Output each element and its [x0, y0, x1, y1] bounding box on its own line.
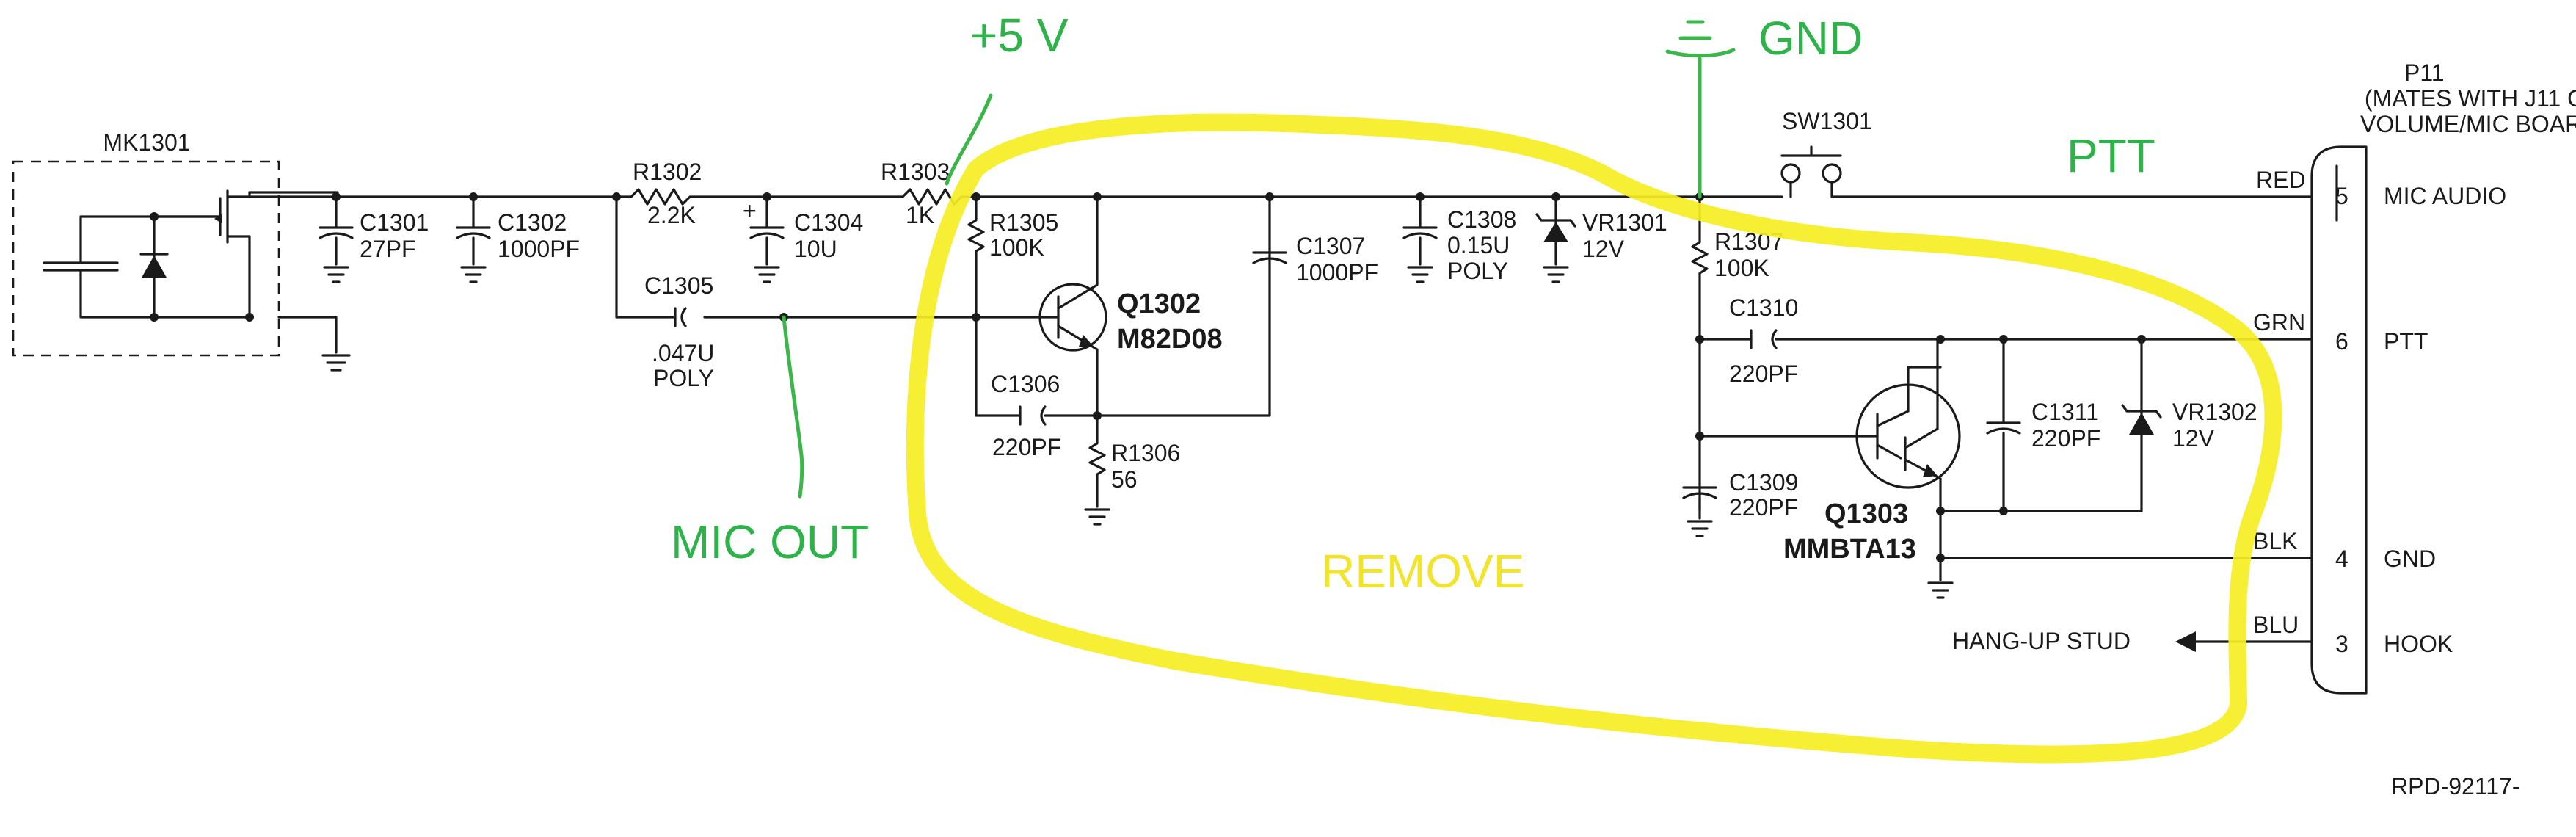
c1307-ref: C1307: [1296, 233, 1365, 259]
vr1301-value: 12V: [1582, 236, 1625, 262]
cap-c1309: C1309 220PF: [1682, 469, 1798, 537]
r1303-ref: R1303: [881, 159, 950, 185]
mic-out-label: MIC OUT: [671, 515, 869, 568]
gnd-label: GND: [1758, 12, 1863, 65]
c1302-value: 1000PF: [498, 236, 580, 262]
vr1301-ref: VR1301: [1582, 209, 1667, 236]
c1311-value: 220PF: [2031, 425, 2100, 452]
pin-4-signal: GND: [2384, 546, 2436, 572]
c1309-value: 220PF: [1729, 494, 1798, 521]
cap-c1302: C1302 1000PF: [456, 195, 580, 283]
mic-mk1301: MK1301: [12, 129, 351, 372]
r1305-value: 100K: [989, 234, 1044, 261]
zener-vr1302: VR1302 12V: [1939, 338, 2257, 512]
c1304-ref: C1304: [794, 209, 863, 236]
c1307-value: 1000PF: [1296, 259, 1378, 286]
c1306-value: 220PF: [992, 434, 1061, 460]
c1308-value: 0.15U: [1447, 232, 1510, 258]
p11-note-1: (MATES WITH J11 ON: [2365, 85, 2576, 112]
pin-3-signal: HOOK: [2384, 631, 2453, 657]
q1302-part: M82D08: [1117, 324, 1223, 355]
pin-5-number: 5: [2335, 183, 2348, 209]
annotations: REMOVE +5 V GND PTT MIC OUT: [671, 9, 2282, 764]
c1305-type: POLY: [653, 365, 714, 391]
c1309-ref: C1309: [1729, 469, 1798, 496]
c1304-value: 10U: [794, 236, 837, 262]
pin-5-signal: MIC AUDIO: [2384, 183, 2506, 209]
p11-ref: P11: [2404, 59, 2445, 86]
cap-c1304: + C1304 10U: [743, 195, 863, 283]
r1306-value: 56: [1111, 466, 1138, 493]
c1308-type: POLY: [1447, 258, 1508, 284]
r1303-value: 1K: [906, 202, 934, 228]
hangup-stud: HANG-UP STUD: [1952, 628, 2313, 654]
c1306-ref: C1306: [991, 371, 1060, 397]
resistor-r1305: R1305 100K: [967, 195, 1058, 319]
resistor-r1302: R1302 2.2K: [630, 159, 904, 228]
c1305-value: .047U: [652, 340, 714, 366]
q1303-part: MMBTA13: [1783, 534, 1916, 565]
sw1301-ref: SW1301: [1782, 108, 1872, 134]
transistor-q1302: Q1302 M82D08: [975, 195, 1223, 417]
c1304-plus: +: [743, 198, 757, 224]
c1301-ref: C1301: [360, 209, 429, 236]
remove-highlight-loop: [906, 113, 2282, 764]
c1308-ref: C1308: [1447, 206, 1516, 233]
zener-vr1301: VR1301 12V: [1535, 195, 1667, 283]
q1302-ref: Q1302: [1117, 289, 1201, 319]
c1301-value: 27PF: [360, 236, 415, 262]
pin-6-signal: PTT: [2384, 328, 2428, 355]
r1305-ref: R1305: [989, 209, 1058, 236]
resistor-r1306: R1306 56: [1084, 414, 1180, 526]
c1302-ref: C1302: [498, 209, 567, 236]
cap-c1305: C1305 .047U POLY: [644, 272, 714, 391]
hangup-label: HANG-UP STUD: [1952, 628, 2131, 654]
mic-ref: MK1301: [103, 129, 190, 156]
c1305-ref: C1305: [644, 272, 713, 299]
remove-label: REMOVE: [1321, 545, 1524, 598]
pin-4-number: 4: [2335, 546, 2348, 572]
resistor-r1307: R1307 100K: [1691, 195, 1783, 511]
r1307-value: 100K: [1714, 255, 1769, 281]
pin-5-wire: RED: [2256, 167, 2306, 193]
pin-6-wire: GRN: [2253, 309, 2305, 336]
vr1302-ref: VR1302: [2172, 399, 2257, 425]
c1310-ref: C1310: [1729, 294, 1798, 321]
cap-c1310: C1310 220PF: [1698, 294, 2313, 387]
connector-p11: P11 (MATES WITH J11 ON VOLUME/MIC BOARD)…: [2253, 59, 2576, 695]
cap-c1307: C1307 1000PF: [1252, 233, 1378, 286]
c1310-value: 220PF: [1729, 360, 1798, 387]
pin-4-wire: BLK: [2253, 528, 2297, 554]
r1302-ref: R1302: [633, 159, 702, 185]
pin-3-wire: BLU: [2253, 612, 2299, 638]
pin-3-number: 3: [2335, 631, 2348, 657]
transistor-q1303: Q1303 MMBTA13: [1698, 338, 1961, 565]
pin-6-number: 6: [2335, 328, 2348, 355]
cap-c1306: C1306 220PF: [991, 371, 1061, 460]
cap-c1301: C1301 27PF: [319, 195, 429, 283]
vr1302-value: 12V: [2172, 425, 2215, 452]
drawing-number: RPD-92117-: [2391, 773, 2519, 800]
cap-c1308: C1308 0.15U POLY: [1402, 195, 1516, 284]
p11-note-2: VOLUME/MIC BOARD): [2360, 111, 2576, 137]
plus5v-label: +5 V: [970, 9, 1069, 62]
c1311-ref: C1311: [2031, 399, 2099, 425]
ptt-label: PTT: [2067, 129, 2155, 182]
r1302-value: 2.2K: [647, 202, 696, 228]
cap-c1311: C1311 220PF: [1986, 338, 2100, 512]
switch-sw1301: SW1301: [1694, 108, 2313, 198]
r1306-ref: R1306: [1111, 440, 1180, 466]
q1303-ref: Q1303: [1824, 499, 1908, 529]
